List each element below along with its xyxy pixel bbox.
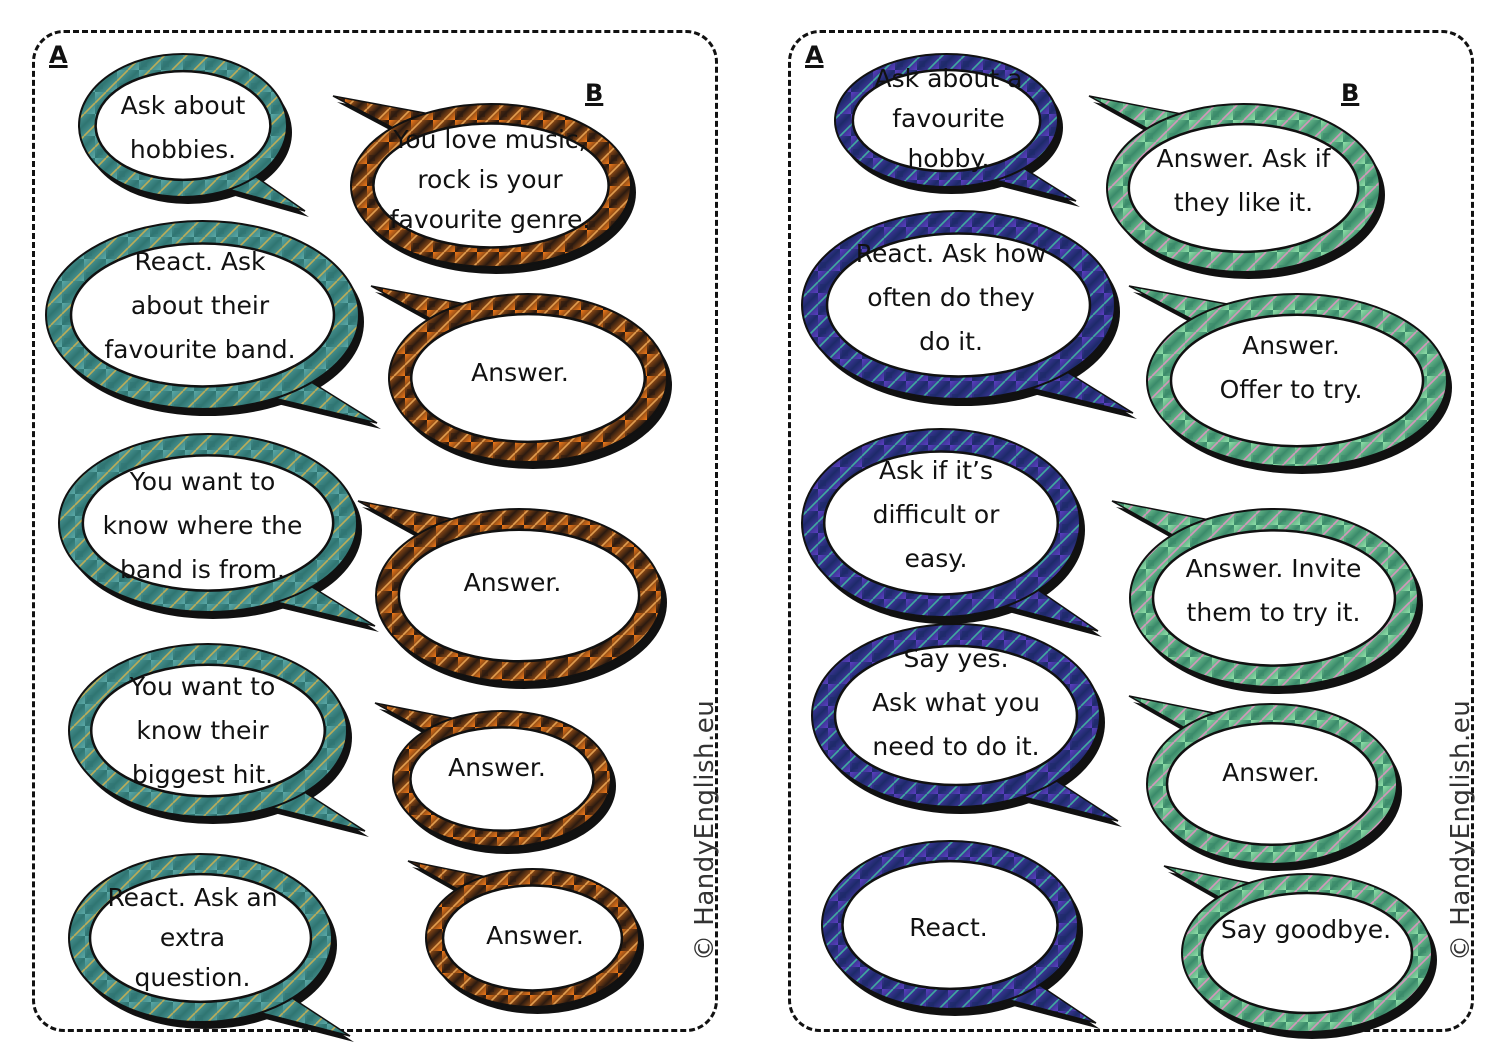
a-prompt-4: Say yes. Ask what you need to do it.: [872, 644, 1040, 761]
role-a-label: A: [49, 41, 68, 69]
a-prompt-5: React.: [909, 913, 988, 942]
b-prompt-3: Answer. Invite them to try it.: [1185, 553, 1362, 627]
speech-bubble-b-5: [1163, 865, 1438, 1039]
speech-bubble-a-3: [53, 428, 379, 632]
a-prompt-2: React. Ask how often do they do it.: [855, 239, 1047, 356]
speech-bubble-a-5: [63, 848, 354, 1042]
speech-bubble-a-4: [63, 638, 369, 837]
role-a-label: A: [805, 41, 824, 69]
a-prompt-1: Ask about hobbies.: [120, 91, 246, 164]
b-prompt-2: Answer.: [471, 358, 569, 387]
a-prompt-2: React. Ask about their favourite band.: [104, 246, 296, 364]
role-b-label: B: [585, 79, 604, 107]
speech-bubble-b-4: [1128, 695, 1403, 871]
copyright-watermark: © HandyEnglish.eu: [690, 699, 720, 961]
speech-bubble-a-5: [816, 835, 1100, 1029]
a-prompt-4: You want to know their biggest hit.: [129, 672, 276, 789]
speech-bubble-b-3: [1111, 500, 1424, 694]
role-b-label: B: [1341, 79, 1360, 107]
speech-bubble-b-4: [374, 702, 617, 854]
speech-bubble-a-1: [829, 48, 1080, 207]
a-prompt-3: You want to know where the band is from.: [102, 466, 303, 584]
speech-bubble-b-2: [1128, 285, 1453, 474]
b-prompt-2: Answer. Offer to try.: [1219, 331, 1363, 404]
a-prompt-3: Ask if it’s difficult or easy.: [872, 456, 1000, 573]
roleplay-card-music: A B: [32, 30, 720, 1042]
speech-bubble-a-2: [40, 215, 381, 429]
speech-bubble-a-1: [73, 48, 309, 217]
copyright-watermark: © HandyEnglish.eu: [1446, 699, 1476, 961]
b-prompt-4: Answer.: [1222, 758, 1320, 787]
b-prompt-5: Say goodbye.: [1220, 915, 1392, 944]
b-prompt-5: Answer.: [486, 921, 584, 950]
roleplay-card-hobby: A B: [788, 30, 1476, 1039]
speech-bubble-b-1: [1088, 95, 1386, 279]
speech-bubble-a-4: [806, 618, 1122, 827]
speech-bubble-a-3: [796, 423, 1102, 637]
b-prompt-1: You love music, rock is your favourite g…: [389, 125, 591, 234]
a-prompt-5: React. Ask an extra question.: [107, 883, 278, 992]
speech-bubble-b-1: [332, 95, 637, 274]
speech-bubble-b-5: [407, 860, 645, 1014]
b-prompt-1: Answer. Ask if they like it.: [1156, 143, 1331, 217]
speech-bubble-b-2: [370, 285, 673, 469]
speech-bubble-b-3: [357, 500, 668, 689]
a-prompt-1: Ask about a favourite hobby.: [874, 63, 1023, 173]
speech-bubble-a-2: [796, 205, 1137, 419]
b-prompt-4: Answer.: [448, 753, 546, 782]
b-prompt-3: Answer.: [463, 568, 562, 597]
